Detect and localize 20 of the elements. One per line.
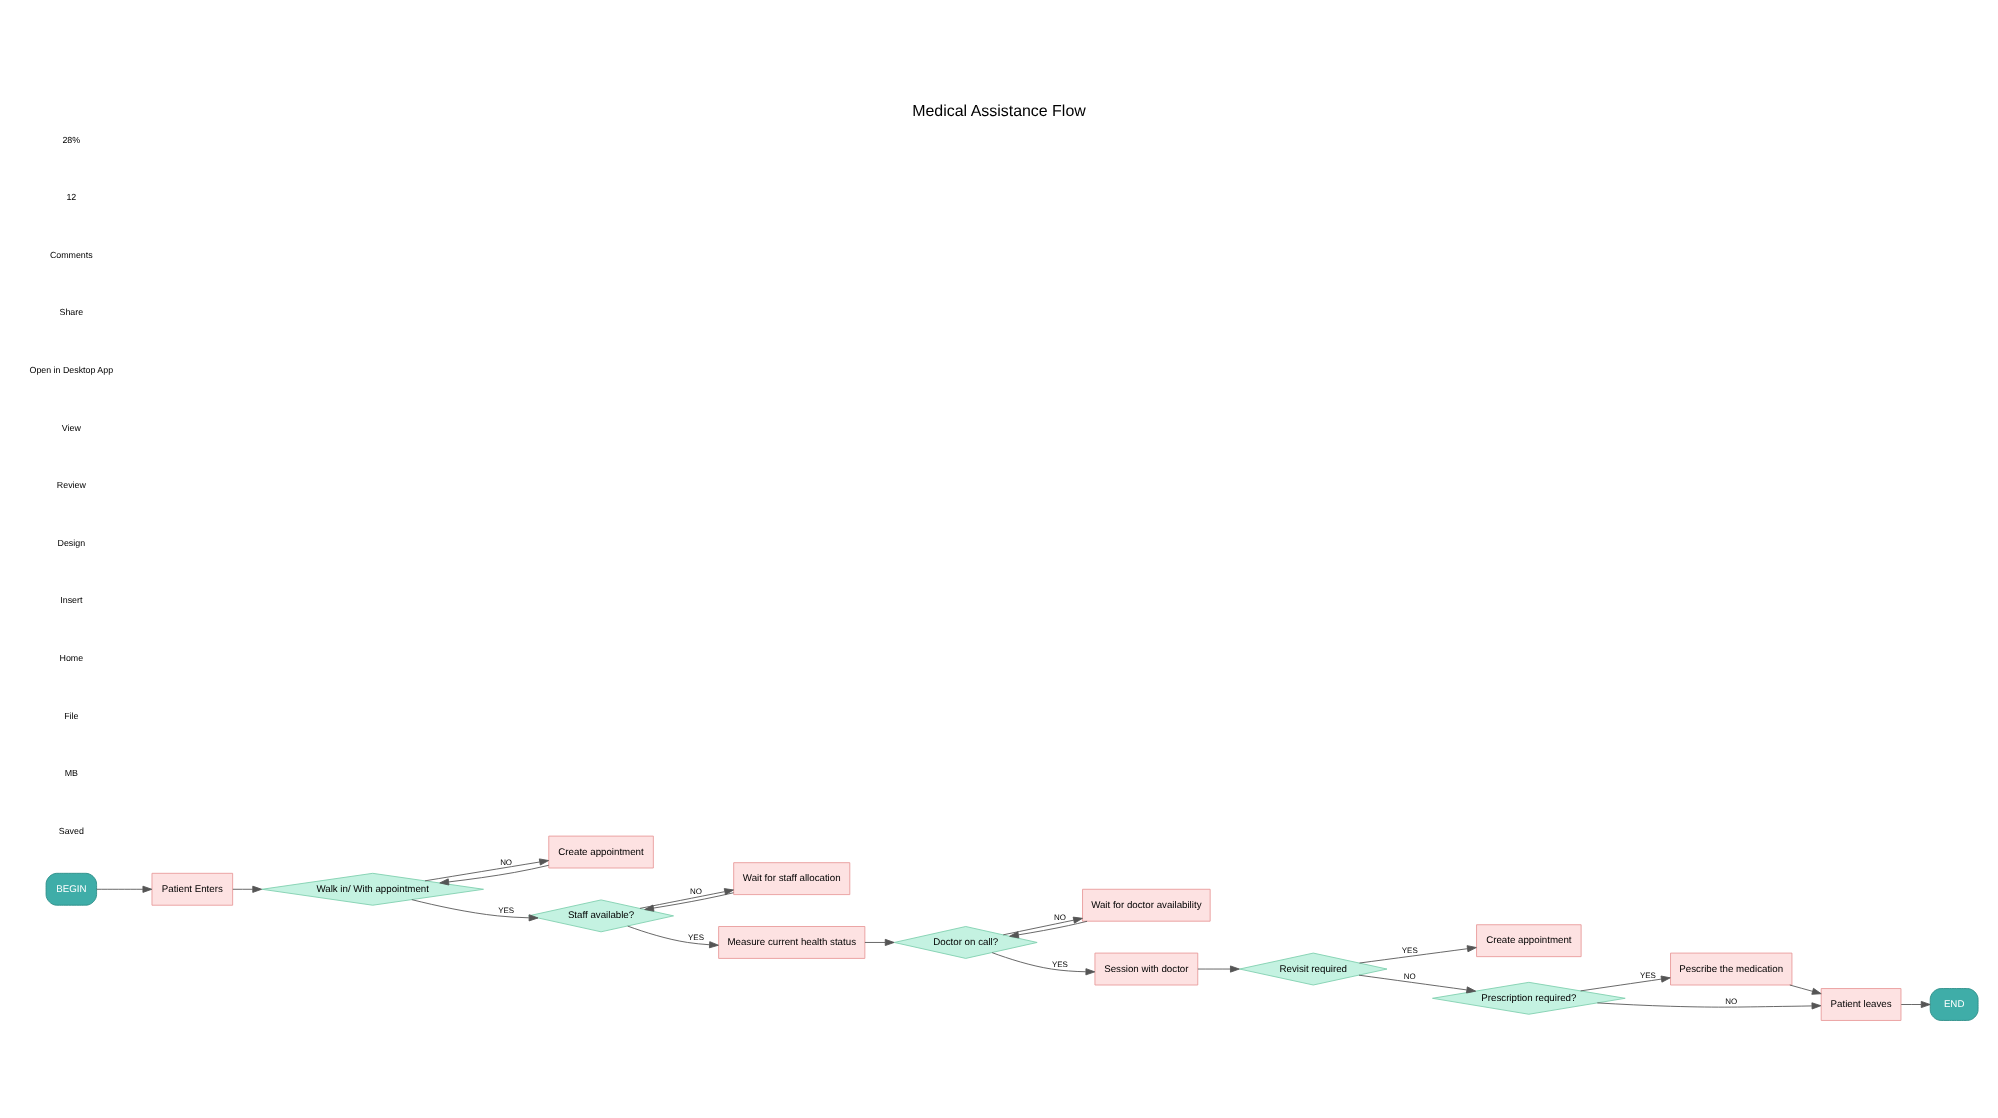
arrow	[1789, 983, 1822, 994]
arrow	[639, 887, 734, 908]
arrow	[864, 937, 895, 945]
diagram-title: Medical Assistance Flow	[912, 100, 1086, 119]
arrow	[96, 884, 153, 892]
arrow	[1596, 1001, 1822, 1009]
arrow	[1900, 999, 1931, 1008]
arrow	[1197, 964, 1240, 972]
arrow	[424, 857, 549, 881]
arrow	[232, 884, 263, 892]
arrow	[1358, 973, 1477, 993]
arrow	[1580, 974, 1671, 991]
arrow	[1009, 919, 1088, 938]
arrow	[991, 951, 1096, 975]
arrow	[439, 863, 550, 885]
arrow	[644, 891, 734, 911]
arrow	[1359, 944, 1477, 963]
arrow	[1002, 915, 1083, 935]
arrow	[411, 898, 539, 921]
arrow	[627, 924, 719, 948]
